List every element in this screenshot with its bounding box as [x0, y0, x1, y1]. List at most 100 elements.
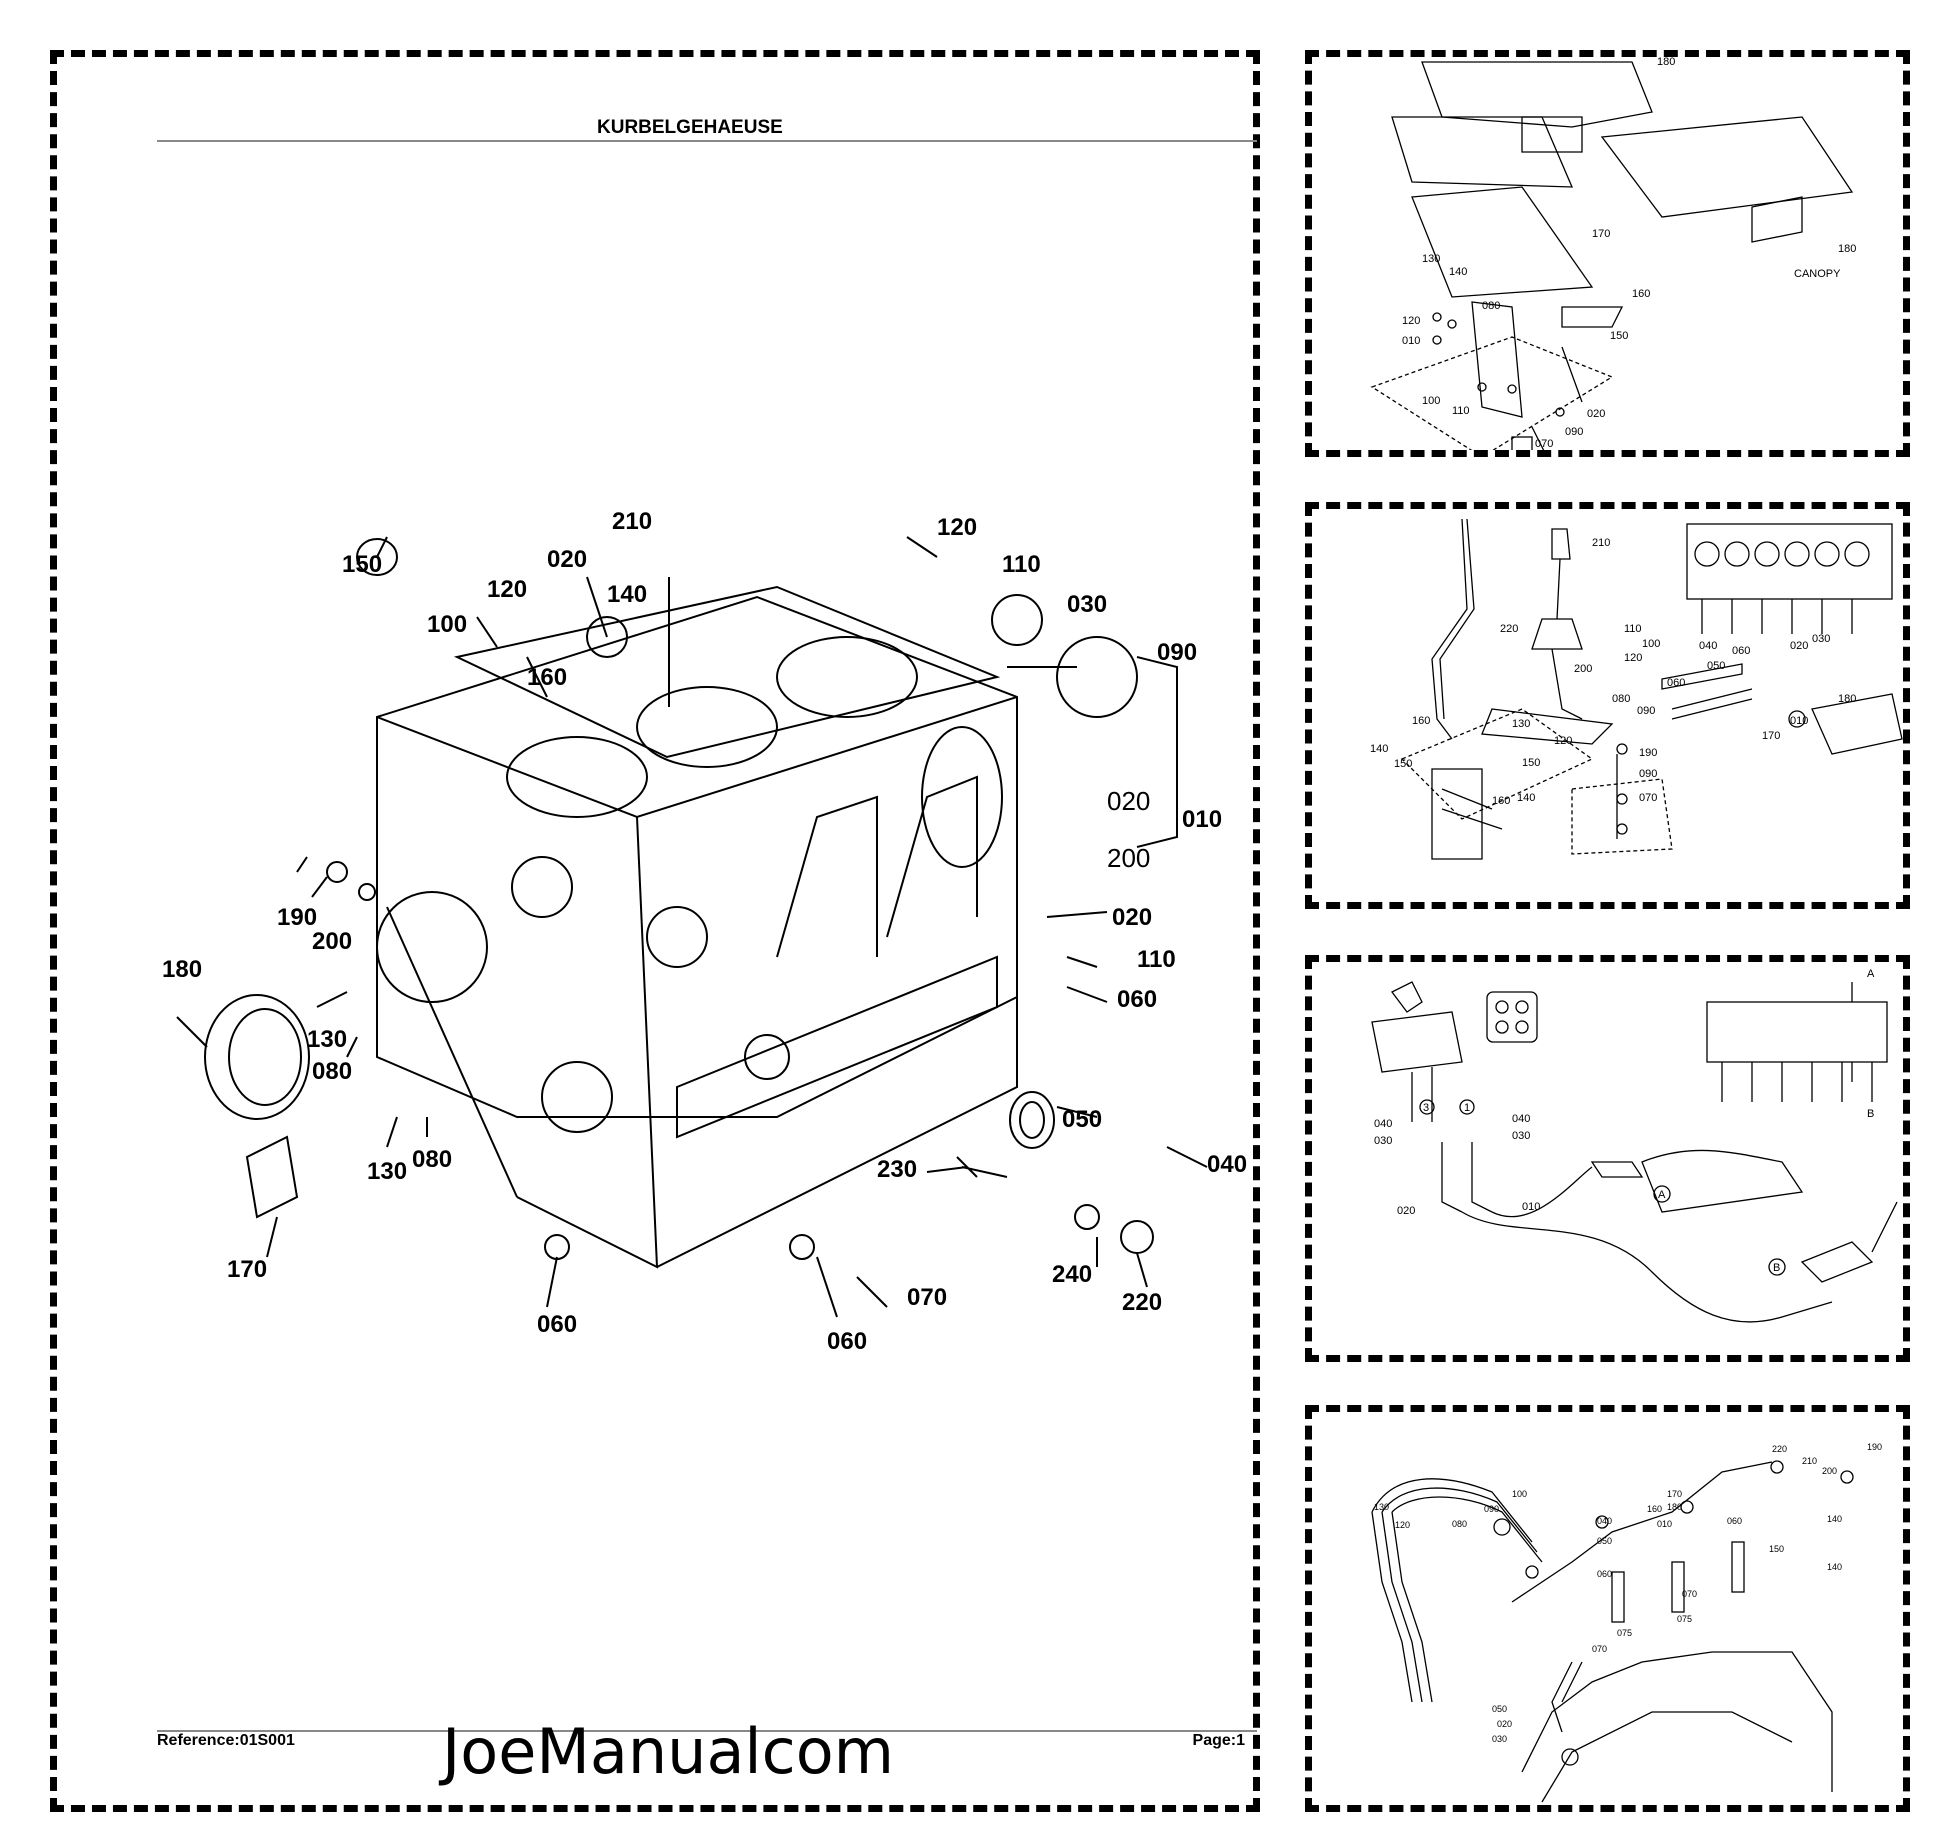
injection-pipe-drawing: 220 190 210 200 170 180 130 120 080 090 …: [1371, 1442, 1882, 1803]
title-rule: [157, 140, 1257, 142]
callout-label: 020: [1397, 1205, 1415, 1217]
callout-label: 030: [1812, 633, 1830, 645]
callout-label: 010: [1790, 715, 1808, 727]
callout-label: 170: [1667, 1489, 1682, 1499]
callout-label: 140: [1827, 1562, 1842, 1572]
callout-label: B: [1773, 1262, 1780, 1274]
callout-label: 100: [1642, 638, 1660, 650]
callout-label: 190: [1867, 1442, 1882, 1452]
callout-label: 3: [1423, 1102, 1429, 1114]
callout-label: 160: [1492, 795, 1510, 807]
callout-label: 130: [1512, 718, 1530, 730]
callout-label: 070: [1639, 792, 1657, 804]
callout-label: 120: [1554, 735, 1572, 747]
callout-label: 180: [1838, 243, 1856, 255]
callout-label: 080: [1612, 693, 1630, 705]
callout-label: 010: [1522, 1201, 1540, 1213]
callout-label: 220: [1500, 623, 1518, 635]
callout-label: 140: [1449, 266, 1467, 278]
callout-label: 210: [612, 508, 652, 535]
callout-label: 090: [1637, 705, 1655, 717]
callout-label: 080: [312, 1058, 352, 1085]
floor-mat-drawing: 180 170 180 CANOPY 160 130 140 080 120 0…: [1370, 57, 1856, 450]
callout-label: 180: [1657, 57, 1675, 68]
hydraulic-hose-diagram-panel: A B 040 030 040 030 020 010 3 1 A B: [1305, 955, 1910, 1362]
callout-label: 150: [342, 551, 382, 578]
callout-label: 240: [1052, 1261, 1092, 1288]
callout-label: A: [1658, 1189, 1666, 1201]
control-lever-drawing: 210 220 110 100 120 200 040 060 020 030 …: [1370, 518, 1903, 860]
callout-label: 160: [527, 664, 567, 691]
callout-label: 140: [607, 581, 647, 608]
callout-label: 060: [1597, 1569, 1612, 1579]
callout-label: 030: [1067, 591, 1107, 618]
callout-label: 160: [1412, 715, 1430, 727]
callout-label: 010: [1182, 806, 1222, 833]
injection-pipe-diagram-panel: 220 190 210 200 170 180 130 120 080 090 …: [1305, 1405, 1910, 1812]
callout-label: 120: [487, 576, 527, 603]
callout-label: 200: [1107, 843, 1150, 873]
callout-label: 070: [1592, 1644, 1607, 1654]
callout-label: 160: [1647, 1504, 1662, 1514]
callout-label: 030: [1374, 1135, 1392, 1147]
callout-label: 130: [1374, 1502, 1389, 1512]
callout-label: 130: [1422, 253, 1440, 265]
callout-label: 190: [1639, 747, 1657, 759]
callout-label: 060: [1667, 677, 1685, 689]
callout-label: 070: [1535, 438, 1553, 450]
callout-label: 050: [1707, 660, 1725, 672]
footer-rule: [157, 1730, 1257, 1732]
callout-label: 100: [1422, 395, 1440, 407]
callout-label: 060: [1117, 986, 1157, 1013]
crankcase-exploded-drawing: 210 120 150 020 140 110 030 100 120 160 …: [162, 508, 1247, 1355]
callout-label: 180: [1667, 1502, 1682, 1512]
callout-label: CANOPY: [1794, 268, 1841, 280]
callout-label: 220: [1772, 1444, 1787, 1454]
callout-label: A: [1867, 968, 1875, 980]
main-diagram-panel: KURBELGEHAEUSE: [50, 50, 1260, 1812]
callout-label: 040: [1512, 1113, 1530, 1125]
callout-label: 075: [1677, 1614, 1692, 1624]
callout-label: 060: [827, 1328, 867, 1355]
watermark: JoeManualcom: [442, 1715, 895, 1788]
callout-label: 150: [1769, 1544, 1784, 1554]
callout-label: 090: [1639, 768, 1657, 780]
hydraulic-hose-drawing: A B 040 030 040 030 020 010 3 1 A B: [1371, 968, 1898, 1323]
callout-label: 070: [1682, 1589, 1697, 1599]
callout-label: 150: [1610, 330, 1628, 342]
callout-label: 050: [1062, 1106, 1102, 1133]
callout-label: 020: [1107, 786, 1150, 816]
callout-label: 180: [1838, 693, 1856, 705]
callout-label: 020: [547, 546, 587, 573]
callout-label: 080: [412, 1146, 452, 1173]
callout-label: 075: [1617, 1628, 1632, 1638]
callout-label: 090: [1565, 426, 1583, 438]
callout-label: 200: [1574, 663, 1592, 675]
callout-label: 030: [1512, 1130, 1530, 1142]
page-title: KURBELGEHAEUSE: [597, 117, 783, 138]
callout-label: 010: [1402, 335, 1420, 347]
callout-label: 130: [307, 1026, 347, 1053]
callout-label: B: [1867, 1108, 1874, 1120]
callout-label: 040: [1374, 1118, 1392, 1130]
callout-label: 020: [1112, 904, 1152, 931]
callout-label: 100: [1512, 1489, 1527, 1499]
reference-code: Reference:01S001: [157, 1732, 295, 1749]
callout-label: 060: [537, 1311, 577, 1338]
callout-label: 140: [1827, 1514, 1842, 1524]
callout-label: 110: [1137, 946, 1176, 973]
callout-label: 060: [1732, 645, 1750, 657]
callout-label: 090: [1157, 639, 1197, 666]
callout-label: 020: [1790, 640, 1808, 652]
callout-label: 150: [1394, 758, 1412, 770]
callout-label: 190: [277, 904, 317, 931]
callout-label: 220: [1122, 1289, 1162, 1316]
callout-label: 070: [907, 1284, 947, 1311]
callout-label: 140: [1517, 792, 1535, 804]
callout-label: 020: [1497, 1719, 1512, 1729]
callout-label: 040: [1597, 1516, 1612, 1526]
callout-label: 210: [1592, 537, 1610, 549]
callout-label: 1: [1464, 1102, 1470, 1114]
callout-label: 090: [1484, 1504, 1499, 1514]
callout-label: 180: [162, 956, 202, 983]
